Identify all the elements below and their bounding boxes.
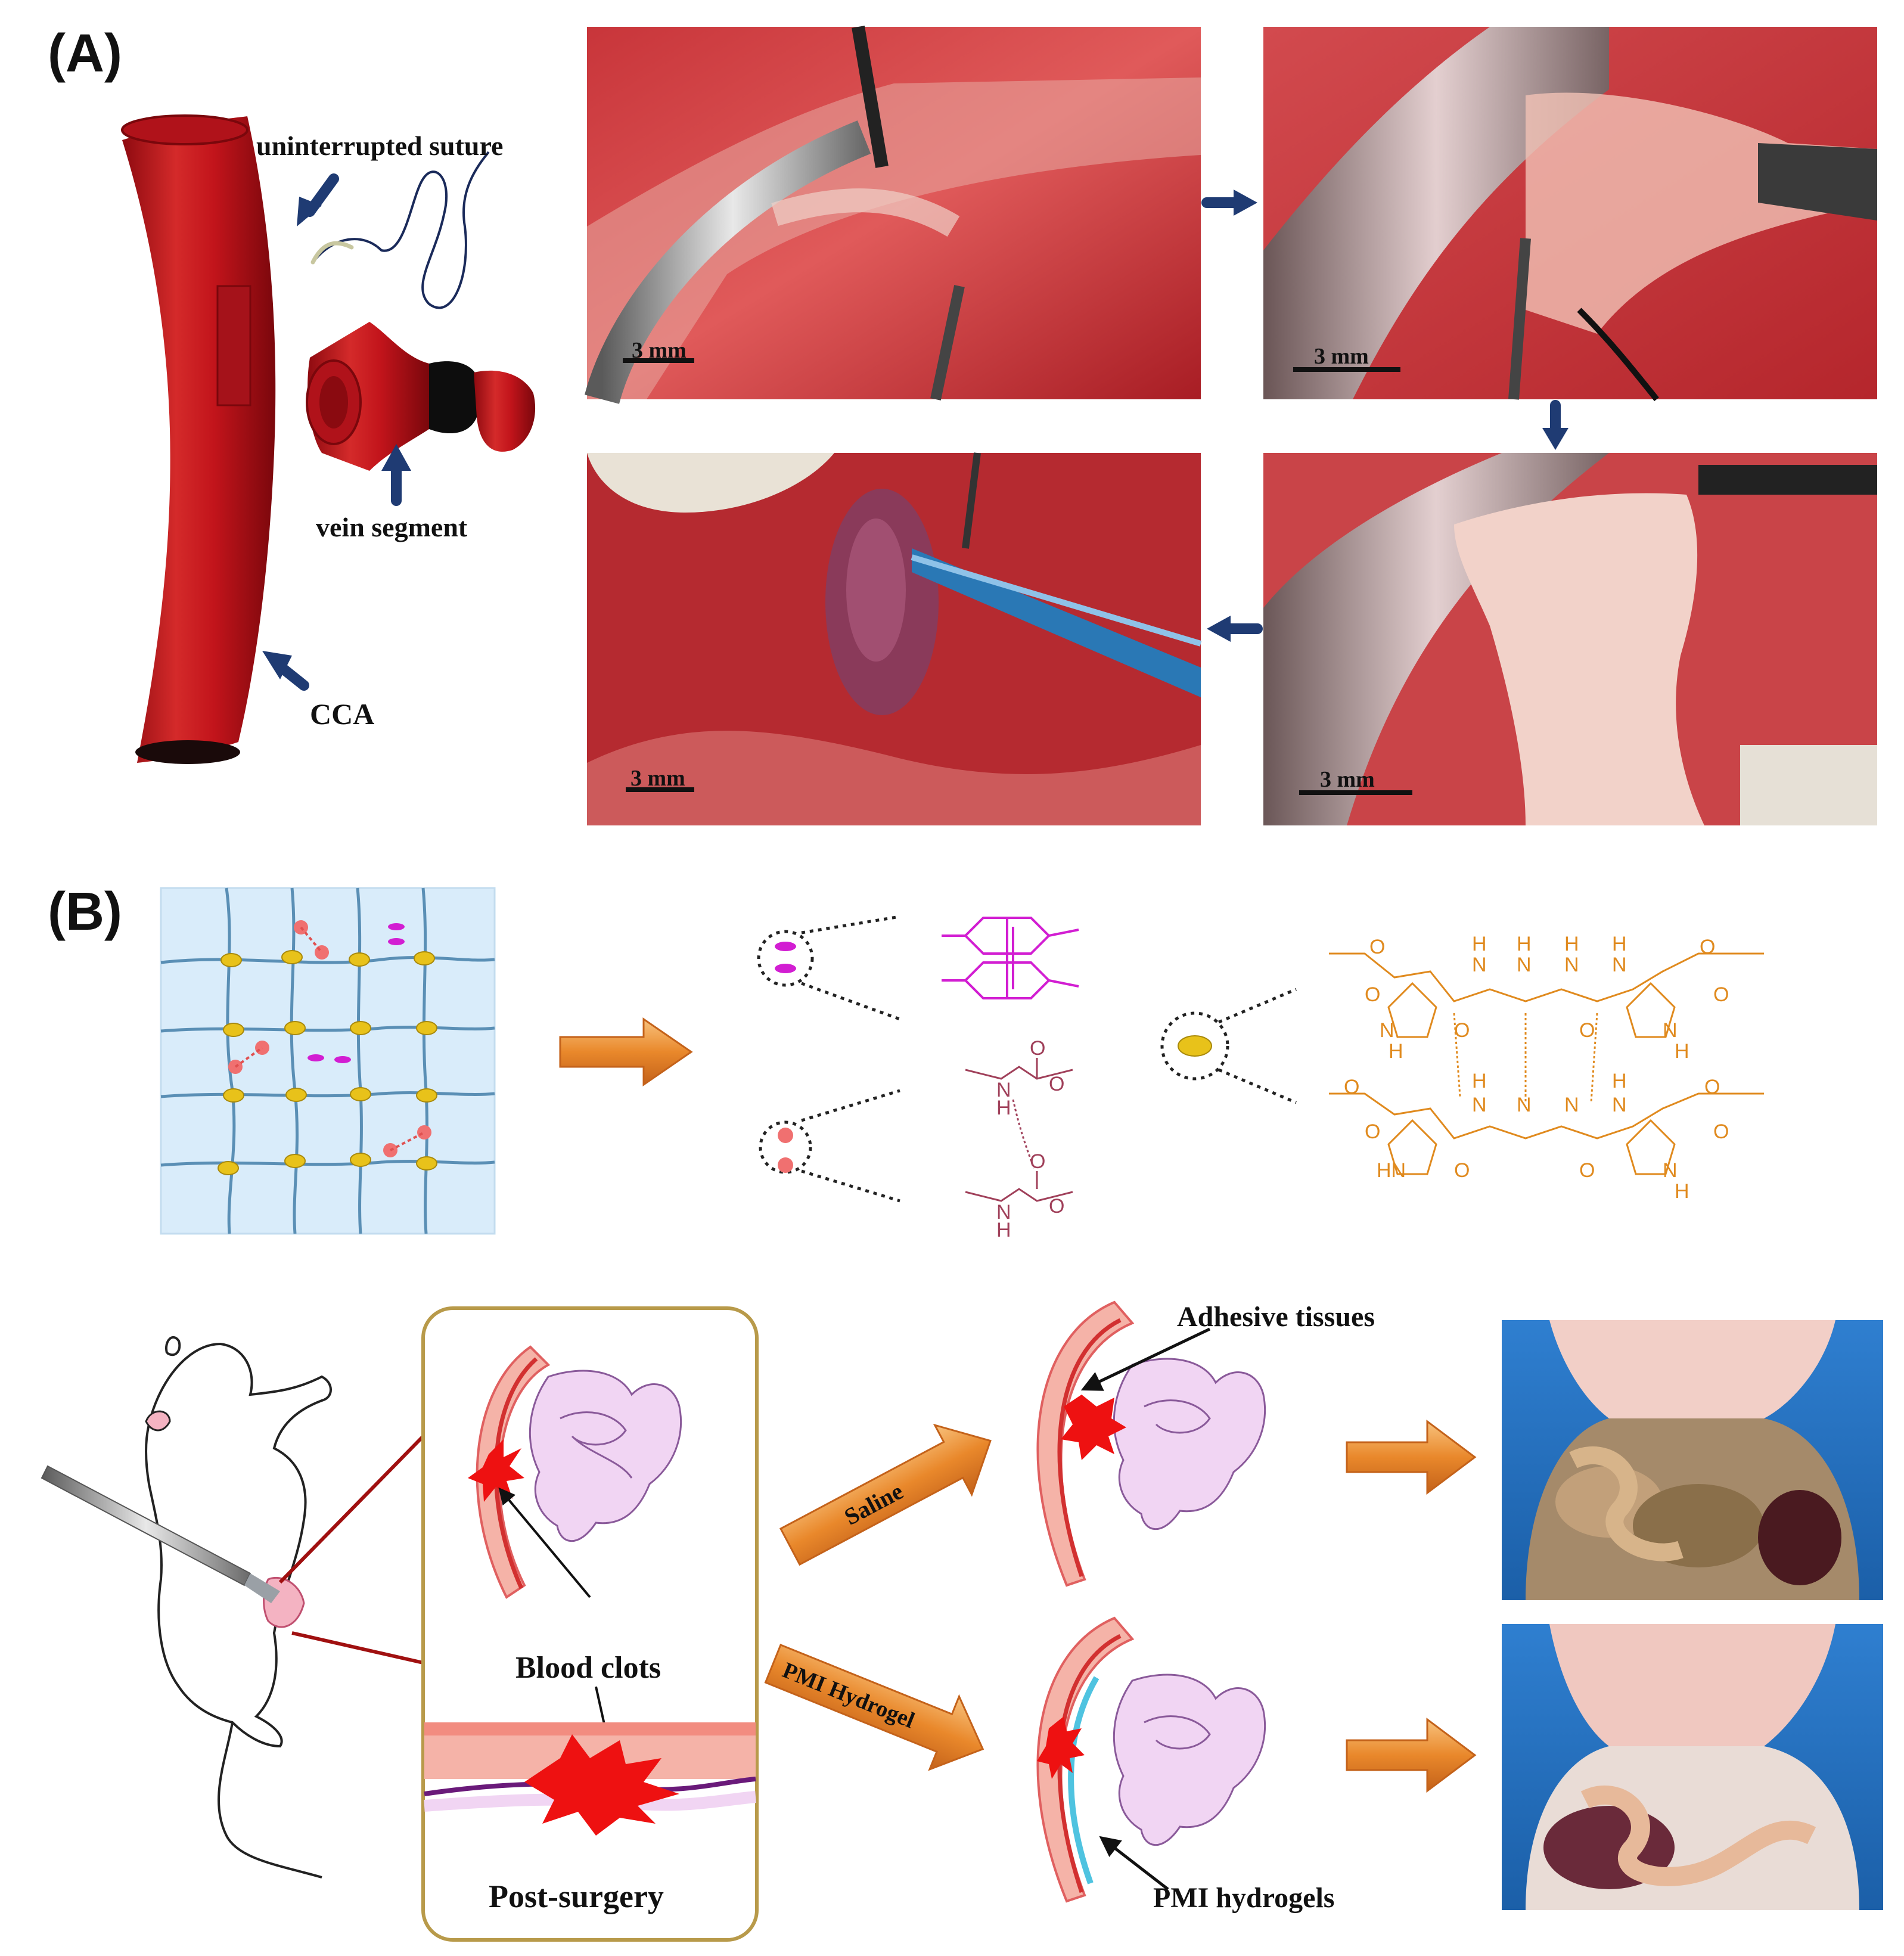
chem-o: O [1713, 1120, 1729, 1143]
rat-ear [145, 1410, 171, 1432]
chem-n: N [1564, 1094, 1579, 1116]
urethane-hbond-zoom: O N H O O N H O [759, 1037, 1073, 1241]
scale-bar-label-4: 3 mm [1320, 767, 1375, 792]
photo-flow-arrow-right [1201, 190, 1257, 216]
adhesive-tissues-label: Adhesive tissues [1177, 1301, 1375, 1333]
post-surgery-label: Post-surgery [489, 1879, 664, 1914]
suture-needle [310, 241, 354, 265]
panel-b-label: (B) [48, 882, 122, 942]
pmi-blood-clot [1037, 1716, 1085, 1779]
chem-n: N [1472, 1094, 1487, 1116]
chem-o: O [1579, 1019, 1595, 1042]
chem-hn: HN [1377, 1159, 1406, 1182]
surgical-photo-4: 3 mm [1263, 453, 1877, 825]
chem-h: H [996, 1219, 1011, 1241]
vein-segment-label: vein segment [316, 512, 468, 542]
chem-h: H [1612, 1070, 1627, 1092]
chem-n: N [1517, 1094, 1532, 1116]
cca-vessel-window [216, 285, 251, 406]
cca-arrow-head [262, 651, 292, 679]
chem-h: H [1389, 1040, 1403, 1063]
chem-o: O [1344, 1076, 1359, 1098]
chem-o: O [1704, 1076, 1720, 1098]
vein-arrow-head [381, 444, 411, 471]
cca-vessel-schematic [121, 114, 276, 764]
network-to-chemistry-arrow [559, 1017, 693, 1086]
adhesion-mass [1061, 1395, 1126, 1460]
chem-o: O [1365, 1120, 1380, 1143]
chem-n: N [996, 1201, 1011, 1224]
chem-o: O [1454, 1159, 1470, 1182]
chem-n: N [1517, 954, 1532, 976]
photo-flow-arrow-left [1207, 616, 1263, 642]
chem-o: O [1713, 983, 1729, 1006]
cca-vessel [122, 116, 276, 763]
chem-n: N [1472, 954, 1487, 976]
scale-bar-label-1: 3 mm [632, 338, 687, 363]
rat-sketch [145, 1336, 332, 1879]
surgical-photo-2: 3 mm [1263, 27, 1877, 402]
saline-arrow: Saline [779, 1423, 992, 1566]
chem-o: O [1365, 983, 1380, 1006]
chem-h: H [1675, 1180, 1689, 1203]
pmi-result-arrow [1346, 1718, 1477, 1793]
chem-o: O [1700, 936, 1715, 958]
chem-o: O [1030, 1037, 1045, 1060]
scale-bar-label-3: 3 mm [630, 766, 685, 791]
chem-n: N [1663, 1019, 1678, 1042]
chem-o: O [1579, 1159, 1595, 1182]
surgical-photo-1: 3 mm [585, 26, 1201, 404]
pmi-outcome-diagram: PMI hydrogels [1036, 1616, 1334, 1914]
chem-h: H [1472, 933, 1487, 955]
cca-vessel-bottom-opening [135, 740, 240, 764]
zoom-line-top [278, 1435, 425, 1584]
chem-h: H [996, 1097, 1011, 1119]
suture-label: uninterrupted suture [256, 131, 503, 161]
pmi-hydrogel-arrow: PMI Hydrogel [764, 1644, 984, 1771]
cca-vessel-top-opening [121, 114, 249, 145]
imidazolidinyl-zoom: O O H H H H N N N N O O N N H H O O O O … [1160, 933, 1764, 1203]
chem-n: N [1663, 1159, 1678, 1182]
chem-o: O [1049, 1073, 1064, 1095]
chem-h: H [1675, 1040, 1689, 1063]
zoom-line-bottom [291, 1631, 424, 1665]
cca-label: CCA [310, 697, 374, 731]
chem-h: H [1564, 933, 1579, 955]
chem-h: H [1612, 933, 1627, 955]
rat-photo-saline [1502, 1320, 1883, 1600]
cross-section-clot [524, 1734, 679, 1836]
chem-n: N [1380, 1019, 1394, 1042]
post-surgery-box: Blood clots Post-surgery [421, 1306, 759, 1942]
chem-n: N [1612, 954, 1627, 976]
surgical-photo-3: 3 mm [587, 452, 1202, 825]
chem-h: H [1517, 933, 1532, 955]
chem-o: O [1049, 1195, 1064, 1218]
chem-o: O [1454, 1019, 1470, 1042]
blood-clots-label: Blood clots [515, 1651, 661, 1685]
rat-photo-pmi [1502, 1624, 1883, 1910]
hydrogel-network [160, 887, 496, 1235]
vein-segment [306, 322, 536, 471]
pi-stacking-zoom [757, 915, 1079, 1021]
scale-bar-label-2: 3 mm [1314, 344, 1369, 369]
saline-result-arrow [1346, 1420, 1477, 1495]
suture-arrow-head [297, 197, 322, 226]
panel-a-label: (A) [48, 24, 122, 83]
chem-o: O [1369, 936, 1385, 958]
chem-n: N [1612, 1094, 1627, 1116]
saline-outcome-diagram: Adhesive tissues [1036, 1300, 1375, 1587]
photo-flow-arrow-down [1542, 400, 1568, 450]
chem-n: N [1564, 954, 1579, 976]
chem-h: H [1472, 1070, 1487, 1092]
suture-thread [312, 151, 490, 309]
scalpel [41, 1465, 280, 1603]
chem-n: N [996, 1079, 1011, 1101]
blood-clot-star [468, 1439, 524, 1502]
chem-o: O [1030, 1150, 1045, 1173]
pmi-hydrogels-label: PMI hydrogels [1153, 1882, 1334, 1914]
